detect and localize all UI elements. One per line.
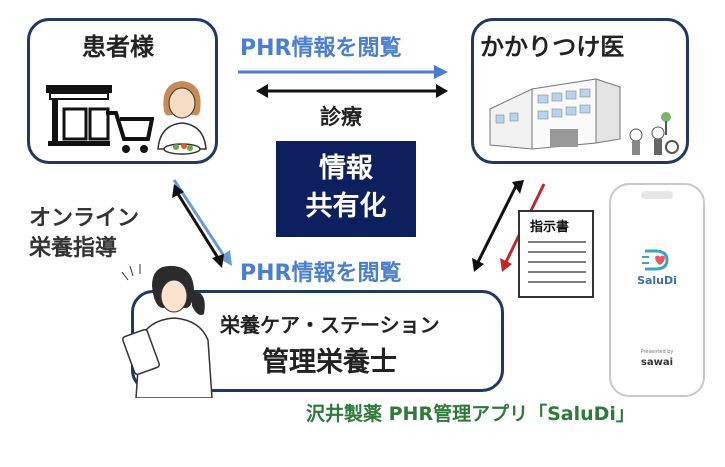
online-guidance-line1: オンライン	[29, 206, 140, 231]
phone-notch	[641, 191, 673, 199]
shopping-store-cart-icon	[46, 85, 154, 153]
patient-box: 患者様	[27, 18, 218, 164]
dietitian-subtitle: 栄養ケア・ステーション	[220, 313, 440, 337]
presented-by: Presented by	[640, 349, 674, 355]
instruction-document-title: 指示書	[530, 220, 570, 235]
phr-view-label-top: PHR情報を閲覧	[240, 36, 402, 61]
phr-view-label-bottom: PHR情報を閲覧	[240, 261, 402, 286]
phr-arrow-top	[238, 65, 448, 79]
info-sharing-box: 情報 共有化	[276, 141, 416, 237]
info-sharing-line2: 共有化	[305, 191, 387, 222]
sawai-brand: sawai	[640, 357, 674, 368]
saludi-logo-icon	[642, 249, 669, 271]
document-lines	[528, 241, 586, 283]
left-arrows	[172, 179, 232, 268]
consult-label: 診療	[320, 105, 362, 129]
consult-double-arrow	[256, 84, 448, 98]
patient-title: 患者様	[82, 33, 154, 61]
instruction-document: 指示書	[518, 210, 594, 298]
doctor-title: かかりつけ医	[480, 33, 625, 61]
smartphone-app-mockup: SaluDi Presented by sawai	[609, 183, 705, 397]
dietitian-title: 管理栄養士	[262, 347, 397, 378]
dietitian-person-icon	[121, 264, 213, 398]
app-caption: 沢井製薬 PHR管理アプリ「SaluDi」	[306, 403, 635, 425]
online-guidance-line2: 栄養指導	[29, 236, 118, 261]
app-name: SaluDi	[637, 274, 677, 287]
info-sharing-line1: 情報	[319, 153, 373, 184]
hospital-building-icon	[489, 78, 679, 155]
doctor-box: かかりつけ医	[471, 18, 689, 164]
woman-eating-icon	[157, 81, 207, 155]
